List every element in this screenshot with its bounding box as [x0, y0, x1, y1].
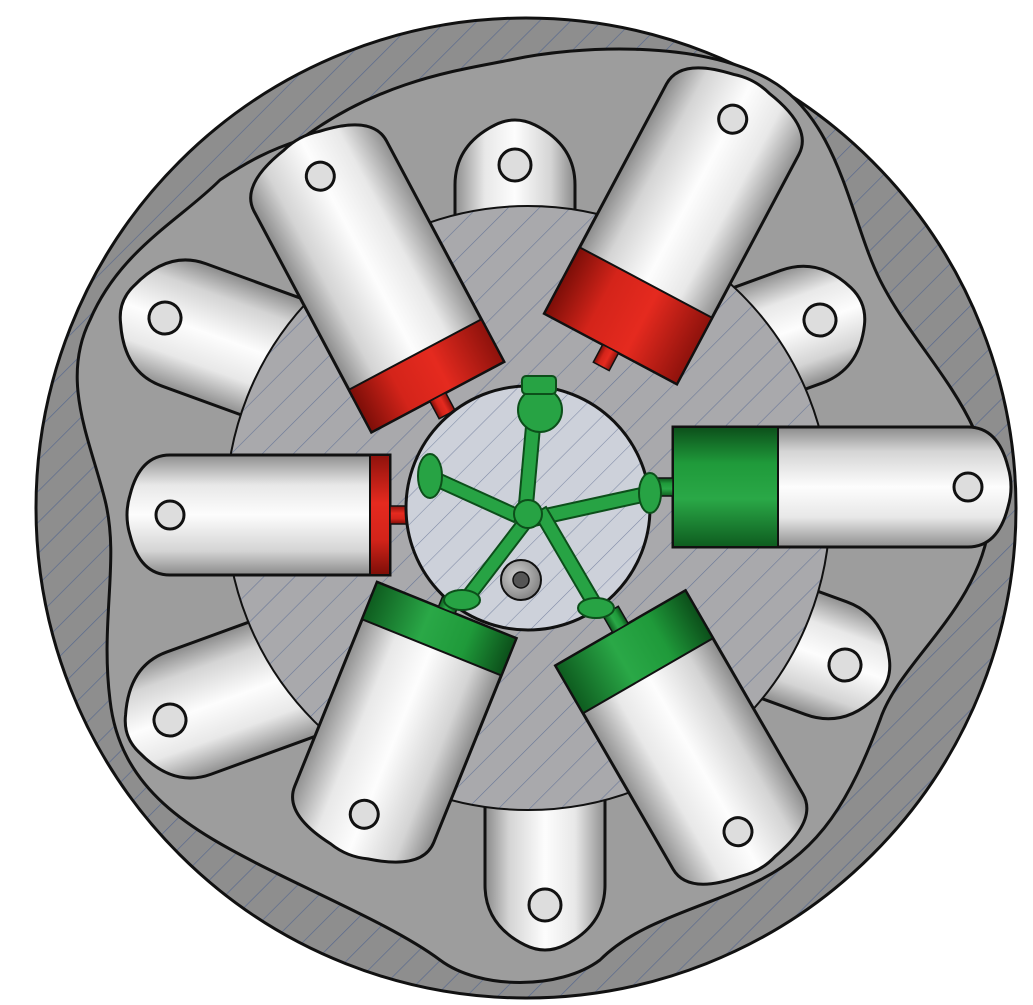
piston-left — [127, 455, 410, 575]
roller-pin-icon — [954, 473, 982, 501]
roller-pin-icon — [499, 149, 531, 181]
roller-pin-icon — [156, 501, 184, 529]
piston-right — [653, 427, 1011, 547]
pressure-band — [673, 427, 778, 547]
center-bolt-icon — [501, 560, 541, 600]
roller-pin-icon — [529, 889, 561, 921]
pressure-band — [370, 455, 390, 575]
